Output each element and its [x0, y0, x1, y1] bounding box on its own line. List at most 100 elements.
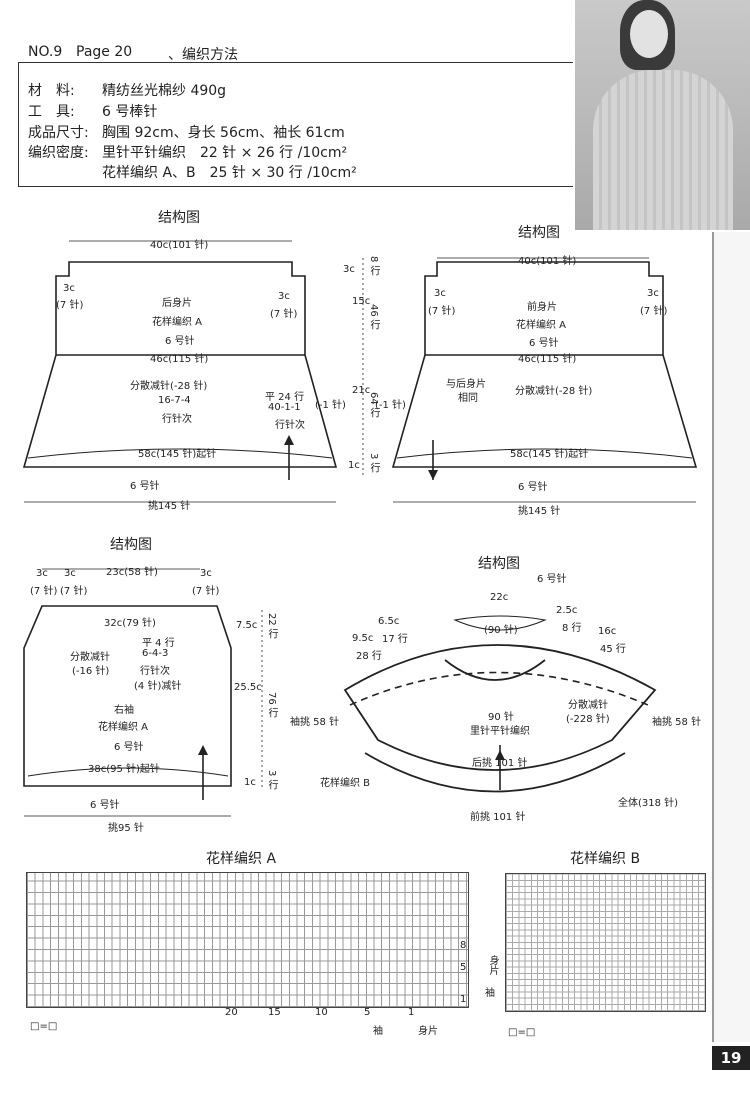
front-pattern: 花样编织 A	[516, 320, 567, 331]
height-3: 21c	[352, 385, 371, 396]
yoke-diagram-title: 结构图	[478, 556, 520, 572]
spec-gauge-2: 花样编织 A、B 25 针 × 30 行 /10cm²	[102, 165, 357, 181]
chart-a-col-20: 20	[225, 1007, 238, 1018]
back-shoulder-right: 3c	[278, 291, 290, 302]
yoke-dashed	[349, 671, 649, 706]
sleeve-a: 3c	[36, 568, 48, 579]
yoke-collar-width: 22c	[490, 592, 509, 603]
front-shoulder-right: 3c	[647, 288, 659, 299]
sleeve-pattern: 花样编织 A	[98, 722, 149, 733]
back-side-2: 40-1-1	[268, 402, 301, 413]
sleeve-c: 3c	[200, 568, 212, 579]
yoke-back-pickup: 后挑 101 针	[472, 758, 528, 769]
sleeve-top-width: 23c(58 针)	[106, 567, 158, 578]
front-shoulder-right-st: (7 针)	[640, 306, 668, 317]
sleeve-name: 右袖	[114, 705, 134, 716]
back-decrease: 分散减针(-28 针)	[130, 381, 208, 392]
yoke-pattern-b: 花样编织 B	[320, 778, 371, 789]
yoke-collar-st: (90 针)	[484, 625, 518, 636]
back-diagram-title: 结构图	[158, 210, 200, 226]
chart-a-arrow-body: 身片	[418, 1026, 438, 1037]
back-side-3: 行针次	[275, 420, 305, 431]
front-same-as: 与后身片	[446, 379, 486, 390]
chart-b-grid	[505, 873, 706, 1012]
yoke-depth-2-rows: 17 行	[382, 634, 408, 645]
height-1-rows: 8 行	[368, 256, 379, 276]
back-top-width: 40c(101 针)	[150, 240, 209, 251]
back-decrease-seq2: 行针次	[162, 414, 192, 425]
sleeve-height-2: 25.5c	[234, 682, 262, 693]
sleeve-flat-4: (4 针)减针	[134, 681, 182, 692]
yoke-decrease-2: (-228 针)	[566, 714, 610, 725]
page-side-tab	[712, 232, 750, 1042]
yoke-front-pickup: 前挑 101 针	[470, 812, 526, 823]
sleeve-b: 3c	[64, 568, 76, 579]
sleeve-c-st: (7 针)	[192, 586, 220, 597]
front-hem-curve	[396, 448, 693, 459]
chart-a-col-10: 10	[315, 1007, 328, 1018]
photo-face	[630, 10, 668, 58]
chart-a-col-1: 1	[408, 1007, 415, 1018]
sleeve-diagram-title: 结构图	[110, 537, 152, 553]
decrease-right: (-1 针)	[375, 400, 406, 411]
chart-a-row-5: 5	[460, 962, 467, 973]
page-number: 19	[712, 1046, 750, 1070]
sleeve-cast-on: 38c(95 针)起针	[88, 764, 160, 775]
yoke-needle: 6 号针	[537, 574, 567, 585]
chart-a-title: 花样编织 A	[206, 851, 277, 867]
sleeve-height-3-rows: 3 行	[266, 770, 277, 790]
header-left-rule	[18, 62, 19, 186]
spec-gauge: 编织密度:里针平针编织 22 针 × 26 行 /10cm²	[28, 145, 348, 161]
yoke-sleeve-left: 袖挑 58 针	[290, 717, 340, 728]
sleeve-mid-width: 32c(79 针)	[104, 618, 156, 629]
back-shoulder-right-st: (7 针)	[270, 309, 298, 320]
yoke-depth-3-rows: 8 行	[562, 623, 582, 634]
front-cast-on: 58c(145 针)起针	[510, 449, 589, 460]
front-top-width: 40c(101 针)	[518, 256, 577, 267]
chart-a-row-8: 8	[460, 940, 467, 951]
sleeve-needle: 6 号针	[114, 742, 144, 753]
height-4-rows: 3 行	[368, 453, 379, 473]
front-pickup: 挑145 针	[518, 506, 561, 517]
sleeve-height-1-rows: 22 行	[266, 613, 277, 639]
yoke-inner-st: 90 针	[488, 712, 514, 723]
sleeve-outline	[23, 605, 232, 787]
yoke-depth-1: 9.5c	[352, 633, 374, 644]
sleeve-height-2-rows: 76 行	[266, 692, 277, 718]
header-box: NO.9 Page 20 、编织方法 材 料:精纺丝光棉纱 490g 工 具:6…	[18, 40, 573, 187]
sleeve-flat-2: 6-4-3	[142, 648, 169, 659]
height-2: 15c	[352, 296, 371, 307]
back-decrease-seq: 16-7-4	[158, 395, 191, 406]
chart-a-legend: □=□	[30, 1021, 58, 1032]
yoke-neck	[444, 659, 546, 681]
decrease-left: (-1 针)	[315, 400, 346, 411]
header-rule	[18, 62, 573, 63]
pattern-number: NO.9	[28, 44, 63, 60]
height-3-rows: 64 行	[368, 392, 379, 418]
front-same-as-2: 相同	[458, 393, 478, 404]
back-body-outline	[22, 261, 338, 468]
sleeve-flat-3: 行针次	[140, 666, 170, 677]
back-shoulder-left-st: (7 针)	[56, 300, 84, 311]
back-mid-width: 46c(115 针)	[150, 354, 209, 365]
yoke-depth-4: 16c	[598, 626, 617, 637]
header-title: 、编织方法	[168, 47, 238, 63]
front-shoulder-left: 3c	[434, 288, 446, 299]
sleeve-decrease-2: (-16 针)	[72, 666, 110, 677]
photo-sweater	[593, 70, 733, 230]
chart-a-row-1: 1	[460, 994, 467, 1005]
chart-a-grid	[26, 872, 469, 1008]
back-cast-on: 58c(145 针)起针	[138, 449, 217, 460]
yoke-inner-pattern: 里针平针编织	[470, 726, 530, 737]
back-hem-curve	[27, 448, 333, 459]
yoke-outer	[343, 644, 657, 771]
sleeve-flat: 平 4 行	[142, 638, 175, 649]
model-photo	[575, 0, 750, 230]
sleeve-height-3: 1c	[244, 777, 256, 788]
front-needle-bottom: 6 号针	[518, 482, 548, 493]
sleeve-needle-bottom: 6 号针	[90, 800, 120, 811]
front-mid-width: 46c(115 针)	[518, 354, 577, 365]
front-diagram-title: 结构图	[518, 225, 560, 241]
front-needle: 6 号针	[529, 338, 559, 349]
